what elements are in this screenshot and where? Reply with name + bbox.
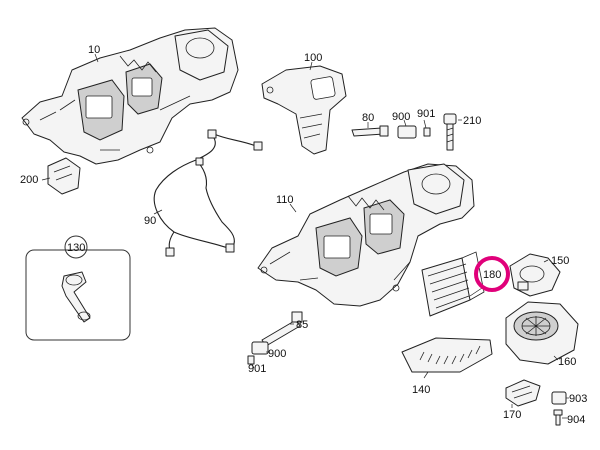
part-90-wiring-harness[interactable] bbox=[153, 129, 263, 257]
label-part-900-bottom[interactable]: 900 bbox=[268, 348, 286, 360]
label-circle-130 bbox=[64, 235, 88, 259]
part-110-housing[interactable] bbox=[257, 163, 475, 307]
label-part-130[interactable]: 130 bbox=[67, 242, 85, 254]
part-10-housing[interactable] bbox=[21, 27, 239, 165]
part-160-blower-motor[interactable] bbox=[505, 301, 579, 365]
label-part-160[interactable]: 160 bbox=[558, 356, 576, 368]
part-100-cover[interactable] bbox=[261, 65, 347, 155]
label-part-901-bottom[interactable]: 901 bbox=[248, 363, 266, 375]
label-part-150[interactable]: 150 bbox=[551, 255, 569, 267]
part-900-connector[interactable] bbox=[397, 125, 431, 139]
highlight-circle-180 bbox=[474, 256, 510, 292]
part-903-connector[interactable] bbox=[551, 391, 567, 405]
label-part-904[interactable]: 904 bbox=[567, 414, 585, 426]
label-part-10[interactable]: 10 bbox=[88, 44, 100, 56]
label-part-140[interactable]: 140 bbox=[412, 384, 430, 396]
part-140-cover[interactable] bbox=[401, 337, 493, 373]
label-part-210[interactable]: 210 bbox=[463, 115, 481, 127]
label-part-903[interactable]: 903 bbox=[569, 393, 587, 405]
part-200-bracket[interactable] bbox=[47, 157, 81, 195]
label-part-100[interactable]: 100 bbox=[304, 52, 322, 64]
part-904-screw[interactable] bbox=[553, 409, 563, 426]
label-part-80[interactable]: 80 bbox=[362, 112, 374, 124]
part-901-clip-lower[interactable] bbox=[247, 355, 255, 365]
part-180-filter[interactable] bbox=[421, 251, 485, 317]
part-900-connector-lower[interactable] bbox=[251, 341, 269, 355]
part-150-regulator[interactable] bbox=[509, 253, 561, 297]
part-80-sensor[interactable] bbox=[351, 125, 389, 137]
part-170-resistor[interactable] bbox=[505, 379, 541, 407]
label-part-180[interactable]: 180 bbox=[483, 269, 501, 281]
label-part-200[interactable]: 200 bbox=[20, 174, 38, 186]
part-210-screw[interactable] bbox=[443, 113, 457, 151]
part-130-detail-box[interactable] bbox=[25, 249, 131, 341]
label-part-110[interactable]: 110 bbox=[276, 194, 294, 206]
label-part-90[interactable]: 90 bbox=[144, 215, 156, 227]
label-part-85[interactable]: 85 bbox=[296, 319, 308, 331]
label-part-170[interactable]: 170 bbox=[503, 409, 521, 421]
label-part-900-top[interactable]: 900 bbox=[392, 111, 410, 123]
label-part-901-top[interactable]: 901 bbox=[417, 108, 435, 120]
